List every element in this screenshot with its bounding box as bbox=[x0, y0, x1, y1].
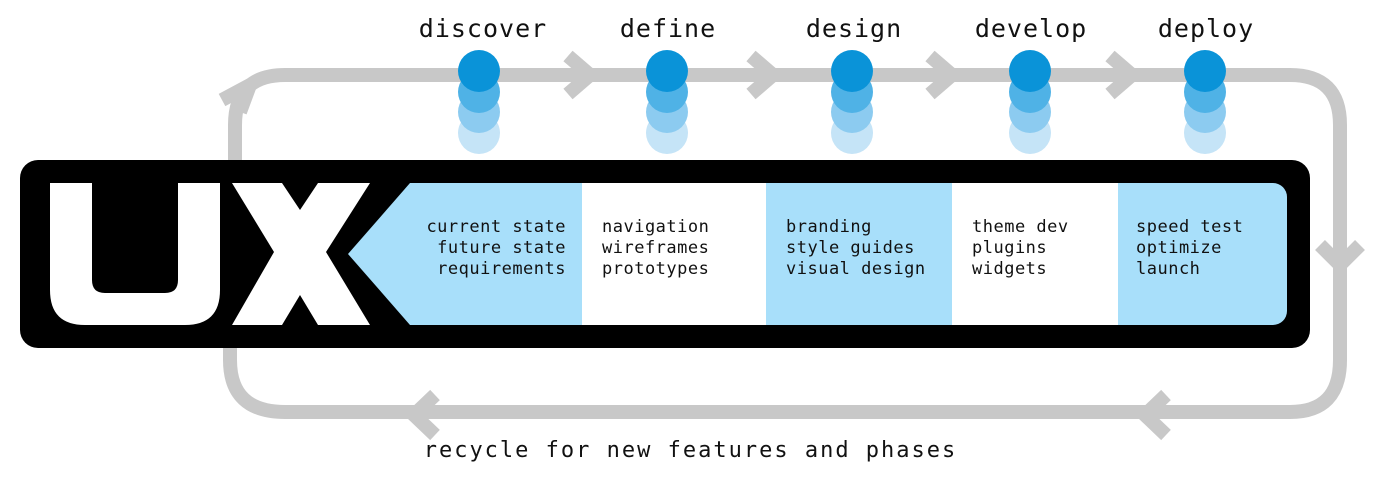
footer-text: recycle for new features and phases bbox=[423, 438, 958, 463]
cell-item: prototypes bbox=[602, 259, 710, 279]
cell-item: visual design bbox=[786, 259, 926, 279]
phase-cell-design: branding style guides visual design bbox=[766, 183, 952, 325]
cell-item: speed test bbox=[1136, 217, 1244, 237]
cell-item: wireframes bbox=[602, 238, 710, 258]
arrow-up-right-icon bbox=[218, 78, 257, 115]
phase-cell-deploy: speed test optimize launch bbox=[1118, 183, 1287, 325]
phase-title-design: design bbox=[805, 14, 903, 43]
phase-cell-develop: theme dev plugins widgets bbox=[952, 183, 1118, 325]
cell-item: launch bbox=[1136, 259, 1201, 279]
cell-item: plugins bbox=[972, 238, 1048, 258]
phase-title-develop: develop bbox=[974, 14, 1088, 43]
phase-dot-deploy bbox=[1184, 50, 1226, 92]
phase-cell-discover: current state future state requirements bbox=[380, 183, 582, 325]
chevron-right-icon bbox=[746, 50, 784, 100]
chevron-left-icon bbox=[403, 389, 440, 441]
chevron-right-icon bbox=[925, 50, 963, 100]
cell-item: optimize bbox=[1136, 238, 1222, 258]
phase-title-define: define bbox=[619, 14, 717, 43]
phase-title-deploy: deploy bbox=[1157, 14, 1255, 43]
cell-item: branding bbox=[786, 217, 872, 237]
chevron-down-icon bbox=[1315, 240, 1365, 275]
phase-dot-design bbox=[831, 50, 873, 92]
phase-dot-discover bbox=[458, 50, 500, 92]
chevron-right-icon bbox=[1105, 50, 1143, 100]
cell-item: navigation bbox=[602, 217, 710, 237]
cell-item: future state bbox=[437, 238, 566, 258]
cell-item: style guides bbox=[786, 238, 915, 258]
phase-dot-develop bbox=[1009, 50, 1051, 92]
cell-item: requirements bbox=[437, 259, 566, 279]
chevron-left-icon bbox=[1134, 389, 1171, 441]
phase-title-discover: discover bbox=[418, 14, 548, 43]
recycle-loop bbox=[223, 68, 1347, 419]
phase-cell-define: navigation wireframes prototypes bbox=[582, 183, 766, 325]
phase-dot-stacks bbox=[458, 50, 1226, 154]
cell-item: theme dev bbox=[972, 217, 1069, 237]
phase-dot-define bbox=[646, 50, 688, 92]
cell-item: widgets bbox=[972, 259, 1048, 279]
footer-caption: recycle for new features and phases bbox=[0, 438, 1381, 463]
cell-item: current state bbox=[426, 217, 566, 237]
chevron-right-icon bbox=[563, 50, 601, 100]
